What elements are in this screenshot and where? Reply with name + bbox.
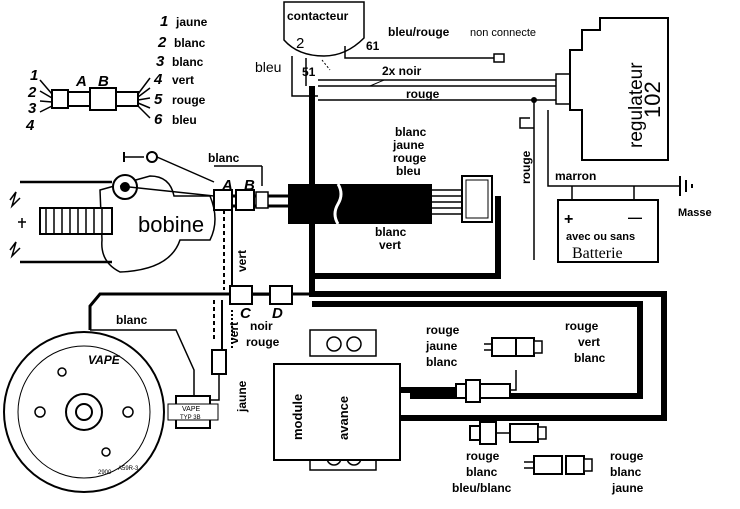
- stator: VAPE A59R-3 2900: [3, 331, 165, 493]
- contacteur-terminal-61: 61: [366, 39, 380, 53]
- stator-brand: VAPE: [88, 353, 121, 367]
- regulateur-model: 102: [640, 81, 665, 118]
- legend-color-5: rouge: [172, 93, 206, 107]
- conn-upper-right-3: blanc: [574, 351, 606, 365]
- wire-2x-noir-label: 2x noir: [382, 64, 422, 78]
- bundle-jaune: jaune: [392, 138, 425, 152]
- middle-vert2: vert: [227, 322, 241, 344]
- vape-component: VAPE TYP 3B: [167, 395, 219, 429]
- legend-num-2: 2: [157, 34, 167, 51]
- module-right-label: avance: [336, 396, 351, 440]
- main-harness: [88, 86, 667, 421]
- conn-lower-left-1: rouge: [466, 449, 500, 463]
- legend-num-5: 5: [154, 91, 163, 108]
- legend-color-2: blanc: [174, 36, 206, 50]
- bundle-vert-lower: vert: [379, 238, 401, 252]
- legend-left-1: 1: [30, 67, 38, 84]
- legend-connector-drawing: A B 1 2 3 4: [25, 67, 151, 134]
- stator-num: 2900: [98, 470, 112, 476]
- legend-left-2: 2: [27, 84, 37, 101]
- contacteur-bleu-label: bleu: [255, 59, 281, 75]
- bundle-bleu: bleu: [396, 164, 421, 178]
- legend-left-3: 3: [28, 100, 37, 117]
- contacteur: contacteur 2 61 51 bleu: [255, 1, 505, 97]
- legend-color-6: bleu: [172, 113, 197, 127]
- connector-lower: [469, 421, 593, 475]
- conn-upper-right-1: rouge: [565, 319, 599, 333]
- batterie-avec-ou-sans: avec ou sans: [566, 231, 635, 243]
- batterie-minus: —: [628, 209, 642, 225]
- bundle-blanc: blanc: [395, 125, 427, 139]
- module-avance: module avance: [273, 329, 401, 471]
- legend-list: 1 jaune 2 blanc 3 blanc 4 vert 5 rouge 6…: [153, 13, 208, 128]
- wire-bleu-rouge-label: bleu/rouge: [388, 25, 450, 39]
- vape-line1: VAPE: [182, 406, 200, 413]
- spark-icon-lower: [9, 241, 21, 259]
- wire-rouge-vertical-label: rouge: [519, 150, 533, 184]
- middle-noir: noir: [250, 319, 273, 333]
- legend-color-1: jaune: [175, 15, 208, 29]
- conn-upper-right-2: vert: [578, 335, 600, 349]
- bobine-conn-a: A: [221, 177, 233, 194]
- bundle-blanc-lower: blanc: [375, 225, 407, 239]
- connector-upper: [400, 337, 543, 403]
- contacteur-terminal-2: 2: [296, 35, 304, 52]
- legend-num-3: 3: [156, 53, 165, 70]
- wire-rouge-top-label: rouge: [406, 87, 440, 101]
- connector-b: [235, 189, 255, 211]
- connector-c: [229, 285, 253, 305]
- middle-conn-d: D: [272, 305, 283, 322]
- bobine-conn-b: B: [244, 177, 255, 194]
- batterie: + — avec ou sans Batterie: [557, 199, 659, 263]
- wire-non-connecte-label: non connecte: [470, 27, 536, 39]
- conn-lower-right-3: jaune: [611, 481, 644, 495]
- legend-conn-a: A: [75, 73, 87, 90]
- batterie-plus: +: [564, 211, 573, 228]
- conn-upper-left-3: blanc: [426, 355, 458, 369]
- contacteur-terminal-51: 51: [302, 65, 316, 79]
- conn-lower-right-2: blanc: [610, 465, 642, 479]
- legend-num-6: 6: [154, 111, 163, 128]
- wire-marron: [547, 110, 680, 187]
- regulateur: regulateur 102: [569, 17, 669, 161]
- conn-lower-left-2: blanc: [466, 465, 498, 479]
- harness-bundle: [288, 175, 493, 225]
- legend-conn-b: B: [98, 73, 109, 90]
- batterie-label: Batterie: [572, 245, 623, 262]
- spark-icon-upper: [9, 191, 21, 209]
- connector-d: [269, 285, 293, 305]
- stator-ref: A59R-3: [118, 466, 139, 472]
- wire-marron-label: marron: [555, 169, 596, 183]
- vape-line2: TYP 3B: [180, 415, 201, 421]
- middle-vert-label: vert: [235, 250, 249, 272]
- masse-label: Masse: [678, 207, 712, 219]
- conn-upper-left-1: rouge: [426, 323, 460, 337]
- middle-conn-c: C: [240, 305, 252, 322]
- legend-color-3: blanc: [172, 55, 204, 69]
- contacteur-title: contacteur: [287, 9, 349, 23]
- middle-blanc: blanc: [116, 313, 148, 327]
- legend-num-4: 4: [153, 71, 163, 88]
- middle-rouge: rouge: [246, 335, 280, 349]
- legend-color-4: vert: [172, 73, 194, 87]
- legend: A B 1 2 3 4 1 jaune 2 blanc 3 blanc 4 ve…: [25, 13, 208, 134]
- bobine: bobine: [9, 174, 216, 273]
- conn-lower-right-1: rouge: [610, 449, 644, 463]
- regulateur-label: regulateur: [626, 62, 647, 148]
- middle-jaune: jaune: [235, 380, 249, 413]
- legend-num-1: 1: [160, 13, 168, 30]
- bundle-rouge: rouge: [393, 151, 427, 165]
- conn-lower-left-3: bleu/blanc: [452, 481, 512, 495]
- legend-left-4: 4: [25, 117, 35, 134]
- bobine-blanc-label: blanc: [208, 151, 240, 165]
- conn-upper-left-2: jaune: [425, 339, 458, 353]
- bobine-label: bobine: [138, 212, 204, 237]
- regulateur-connector: [555, 73, 571, 105]
- module-left-label: module: [290, 394, 305, 440]
